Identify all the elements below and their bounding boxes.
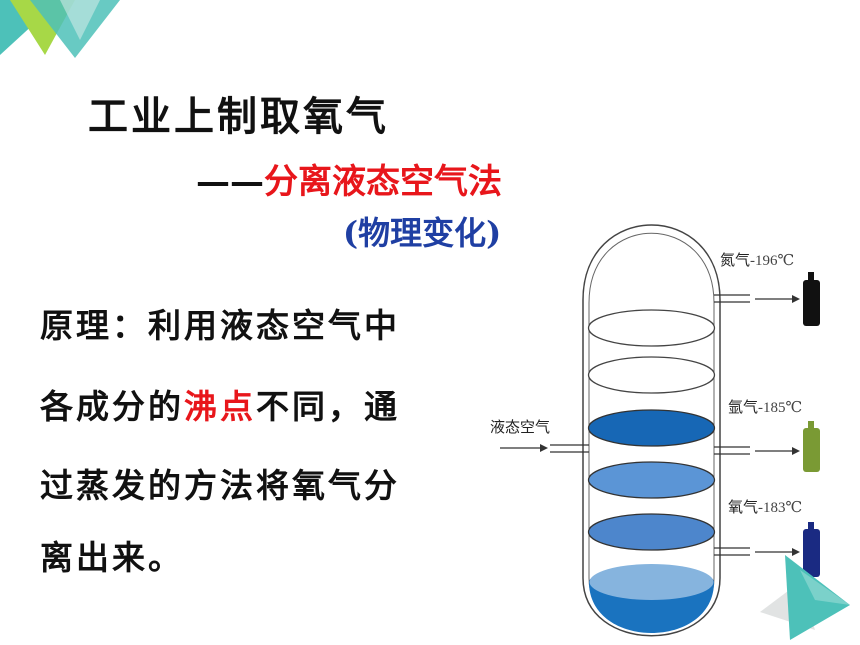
change-type-label: (物理变化) xyxy=(343,214,502,252)
method-dash: —— xyxy=(196,162,264,202)
oxygen-label: 氧气-183℃ xyxy=(728,498,802,516)
principle-line-2: 各成分的沸点不同，通 xyxy=(40,380,400,428)
principle-line-4: 离出来。 xyxy=(40,538,184,577)
nitrogen-label: 氮气-196℃ xyxy=(720,251,794,269)
tray-4 xyxy=(587,461,716,499)
corner-decoration-top-left xyxy=(0,0,120,58)
bottom-liquid-surface xyxy=(589,564,714,600)
argon-label: 氩气-185℃ xyxy=(728,398,802,416)
principle-line-1: 原理：利用液态空气中 xyxy=(40,306,400,345)
oxygen-bottle-icon xyxy=(803,522,820,577)
principle-line-3: 过蒸发的方法将氧气分 xyxy=(40,466,400,505)
nitrogen-bottle-icon xyxy=(803,272,820,326)
method-subtitle: ——分离液态空气法 xyxy=(196,154,502,203)
page-title: 工业上制取氧气 xyxy=(88,93,389,140)
tray-2 xyxy=(587,356,716,394)
light-triangle-icon xyxy=(60,0,100,40)
corner-decoration-bottom-right xyxy=(760,555,850,640)
column-body xyxy=(582,224,721,637)
tray-3 xyxy=(587,409,716,447)
tray-5 xyxy=(587,513,716,551)
input-label: 液态空气 xyxy=(490,418,550,436)
tray-1 xyxy=(587,309,716,347)
boiling-point-highlight: 沸点 xyxy=(184,387,256,426)
argon-bottle-icon xyxy=(803,421,820,472)
method-name: 分离液态空气法 xyxy=(264,162,502,202)
principle-line-2-pre: 各成分的 xyxy=(40,387,184,426)
principle-line-2-post: 不同，通 xyxy=(256,387,400,426)
